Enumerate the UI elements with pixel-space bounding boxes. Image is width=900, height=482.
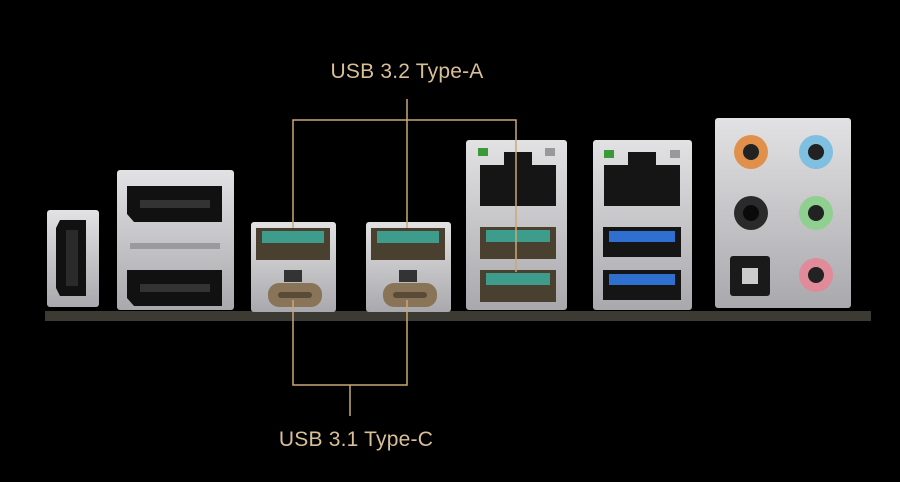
usb31-type-c-label: USB 3.1 Type-C (278, 428, 434, 451)
audio-jack-black (734, 196, 768, 230)
audio-jack-blue (799, 135, 833, 169)
usb-combo-2 (366, 222, 451, 312)
callout-usb32 (292, 99, 517, 272)
displayport-block (117, 170, 234, 310)
callout-usb31 (292, 300, 408, 416)
usb-combo-1 (251, 222, 336, 312)
motherboard-edge (45, 311, 871, 321)
lan-usb32-block (466, 140, 567, 310)
displayport-bottom (127, 270, 222, 306)
audio-jack-pink (799, 258, 833, 292)
hdmi-port (47, 210, 99, 307)
lan-usb3-block (593, 140, 692, 310)
displayport-top (127, 186, 222, 222)
audio-jack-green (799, 196, 833, 230)
audio-jack-orange (734, 135, 768, 169)
audio-block (715, 118, 851, 308)
optical-spdif-port (730, 256, 770, 296)
usb32-type-a-label: USB 3.2 Type-A (330, 60, 484, 83)
